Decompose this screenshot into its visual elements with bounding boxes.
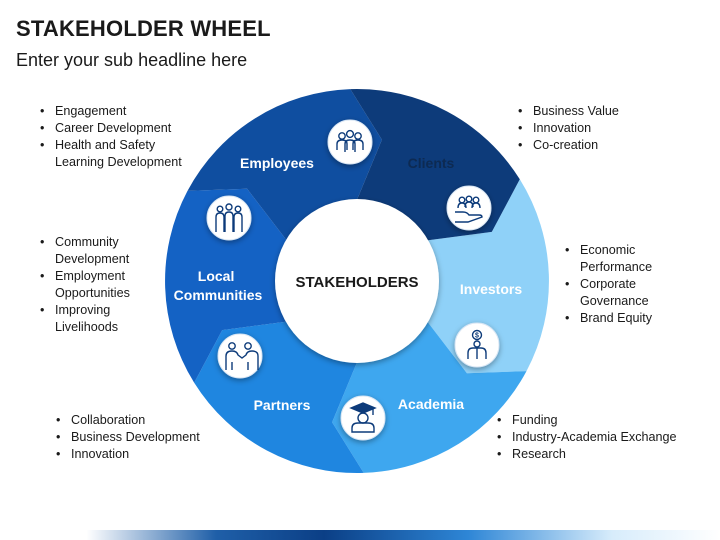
- page-subtitle: Enter your sub headline here: [16, 50, 248, 70]
- community-icon: [206, 195, 252, 241]
- list-item: Brand Equity: [565, 310, 685, 327]
- segment-label-academia: Academia: [398, 396, 464, 412]
- list-item: Collaboration: [56, 412, 231, 429]
- center-circle: [275, 199, 439, 363]
- footer-gradient-bar: [0, 530, 720, 540]
- employees-bullets: Engagement Career Development Health and…: [40, 103, 205, 171]
- clients-bullets: Business Value Innovation Co-creation: [518, 103, 708, 154]
- center-label: STAKEHOLDERS: [295, 274, 418, 291]
- list-item: Business Value: [518, 103, 708, 120]
- list-item: Business Development: [56, 429, 231, 446]
- list-item: Corporate Governance: [565, 276, 685, 310]
- investor-icon: $: [454, 322, 500, 368]
- list-item: Innovation: [56, 446, 231, 463]
- hand-people-icon: [446, 185, 492, 231]
- list-item: Health and Safety Learning Development: [40, 137, 205, 171]
- segment-label-employees: Employees: [240, 155, 314, 171]
- segment-partners: [165, 188, 294, 383]
- segment-label-investors: Investors: [460, 281, 522, 297]
- segment-label-clients: Clients: [408, 155, 455, 171]
- list-item: Community Development: [40, 234, 150, 268]
- list-item: Improving Livelihoods: [40, 302, 150, 336]
- list-item: Engagement: [40, 103, 205, 120]
- page-title: STAKEHOLDER WHEEL: [16, 16, 271, 41]
- list-item: Innovation: [518, 120, 708, 137]
- svg-text:$: $: [475, 333, 479, 340]
- list-item: Career Development: [40, 120, 205, 137]
- list-item: Funding: [497, 412, 707, 429]
- list-item: Employment Opportunities: [40, 268, 150, 302]
- segment-clients: [420, 179, 549, 374]
- graduate-icon: [340, 395, 386, 441]
- partners-bullets: Collaboration Business Development Innov…: [56, 412, 231, 463]
- segment-label-line-2: Communities: [174, 287, 263, 303]
- list-item: Research: [497, 446, 707, 463]
- communities-bullets: Community Development Employment Opportu…: [40, 234, 150, 336]
- segment-label-local-communities: Local Communities: [174, 268, 263, 303]
- list-item: Industry-Academia Exchange: [497, 429, 707, 446]
- handshake-icon: [217, 333, 263, 379]
- academia-bullets: Funding Industry-Academia Exchange Resea…: [497, 412, 707, 463]
- team-icon: [327, 119, 373, 165]
- investors-bullets: Economic Performance Corporate Governanc…: [565, 242, 685, 327]
- segment-label-partners: Partners: [254, 397, 311, 413]
- segment-label-line-1: Local: [198, 268, 235, 284]
- list-item: Economic Performance: [565, 242, 685, 276]
- list-item: Co-creation: [518, 137, 708, 154]
